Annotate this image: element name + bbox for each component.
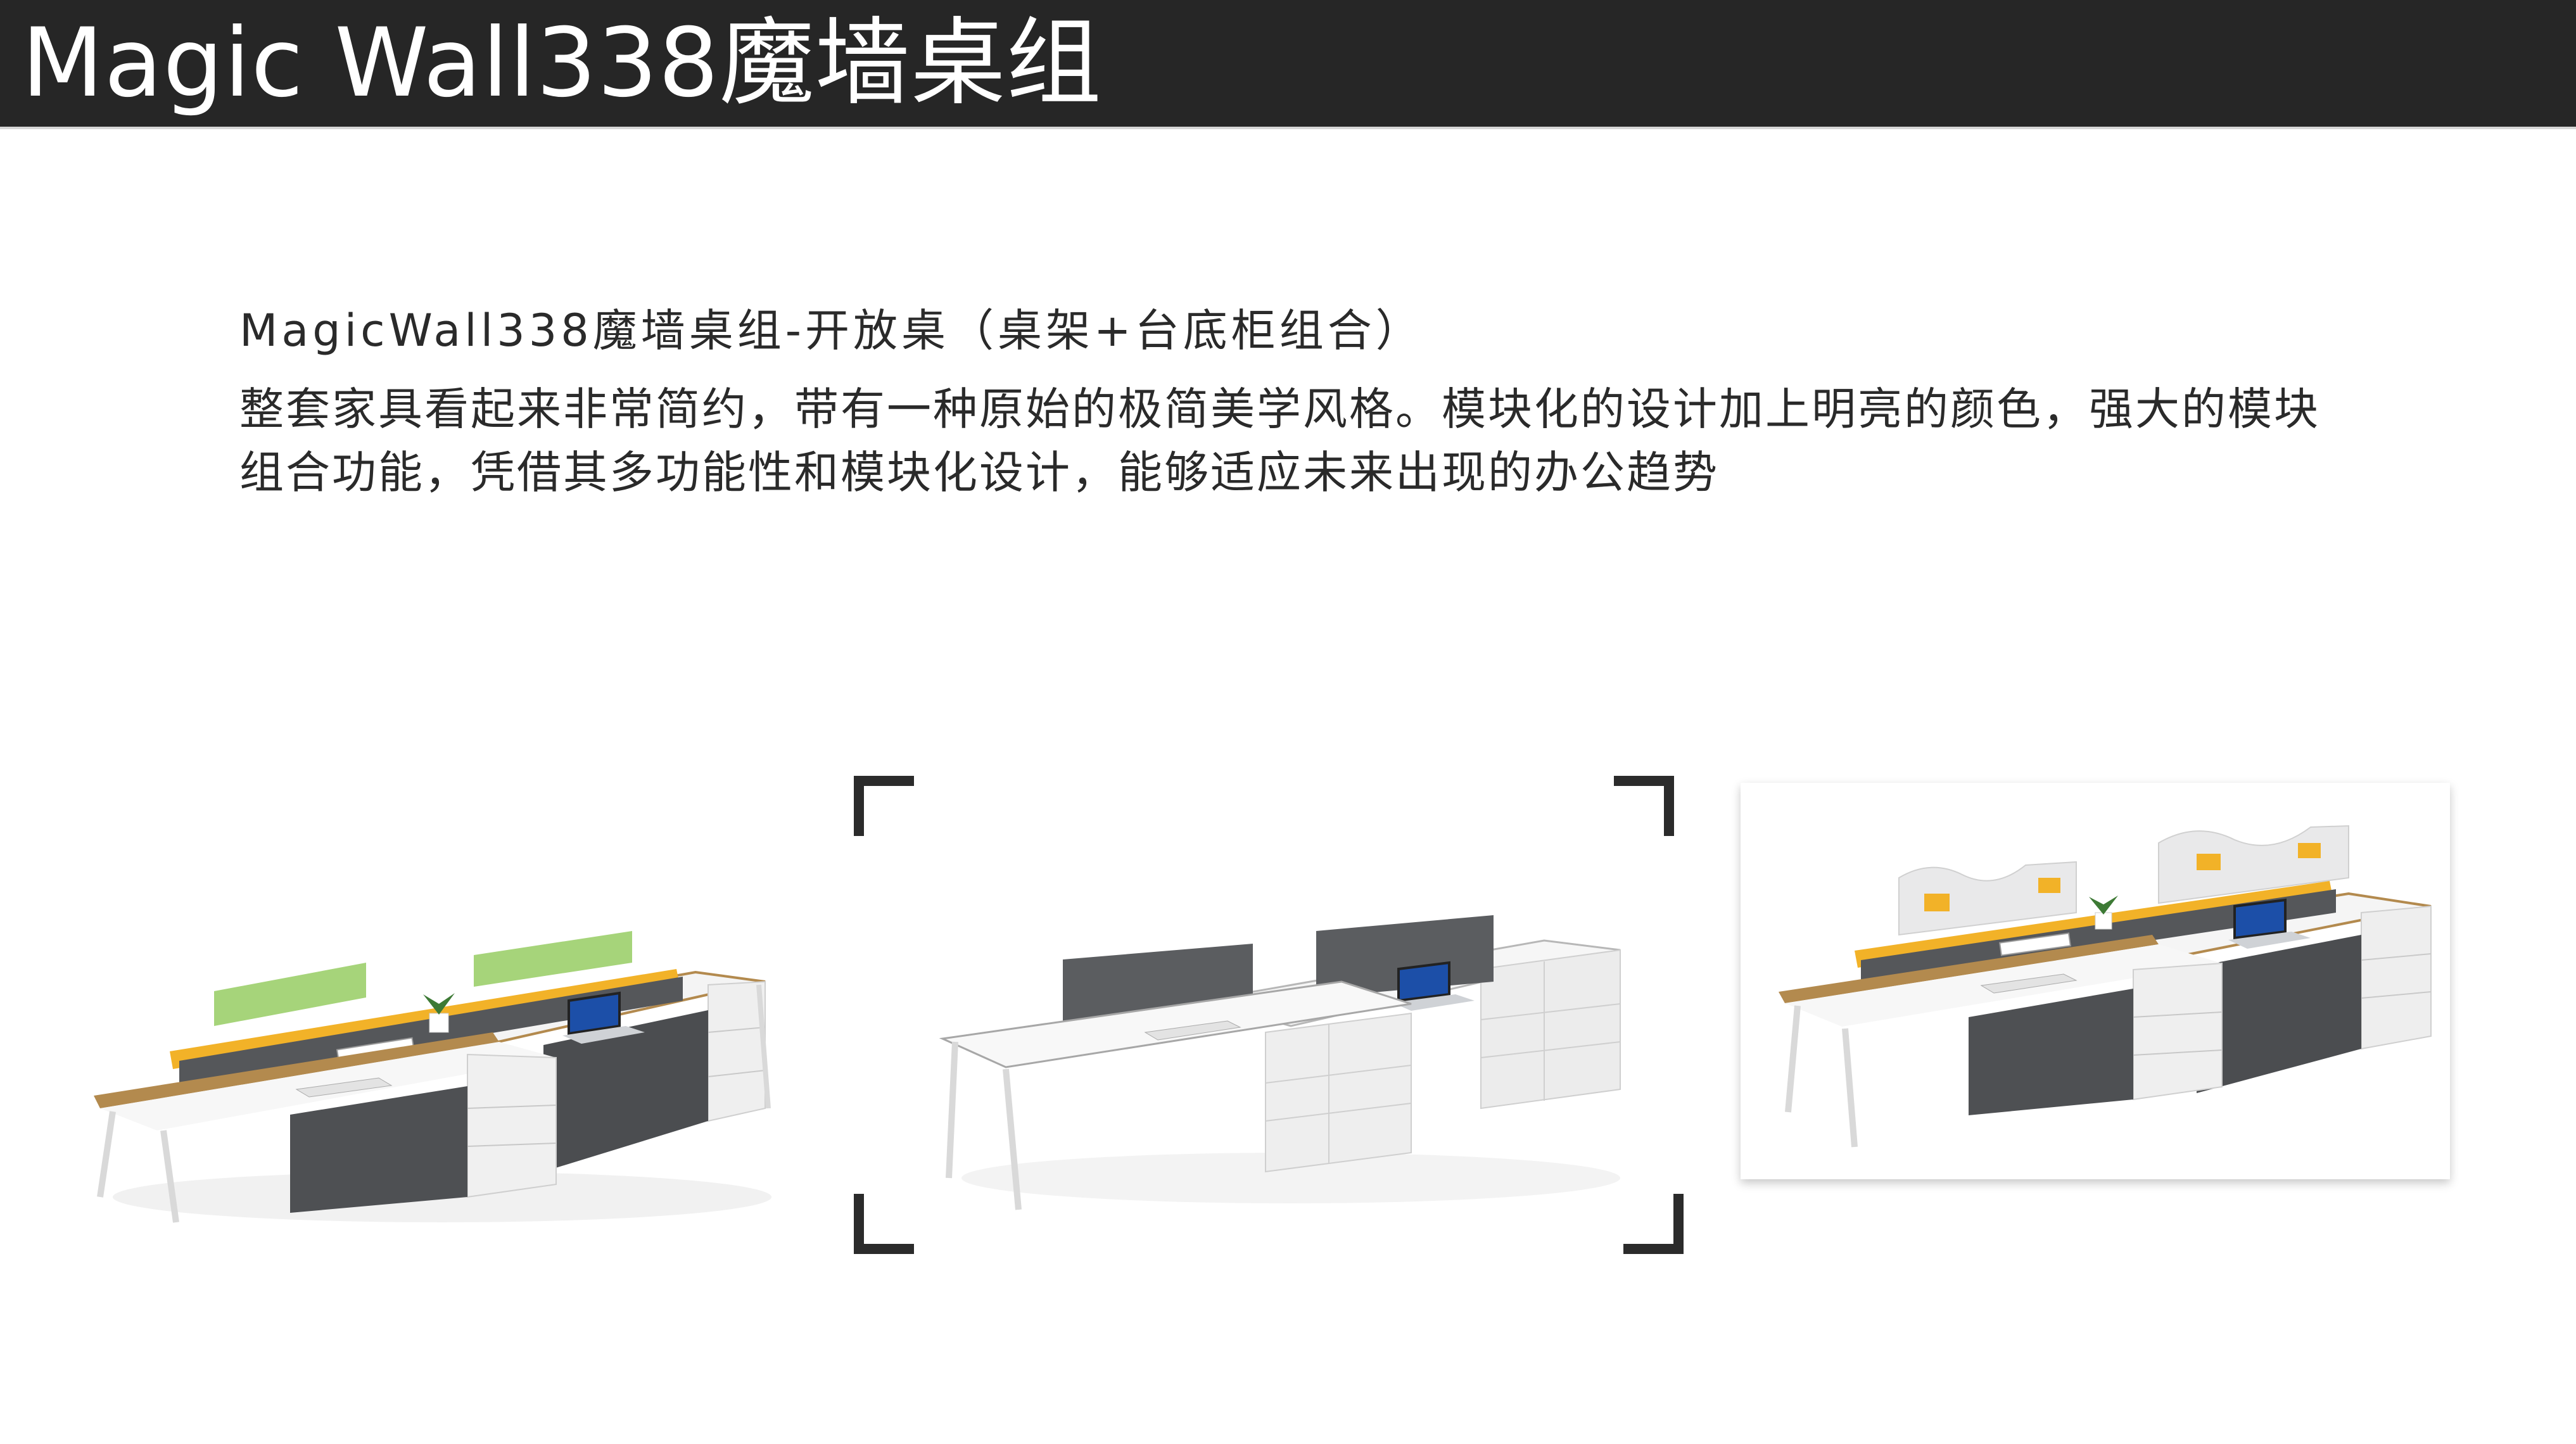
corner-bracket-top-left-icon <box>854 776 914 836</box>
workstation-illustration <box>939 915 1621 1210</box>
workstation-illustration <box>94 931 771 1223</box>
description-line-1: 整套家具看起来非常简约，带有一种原始的极简美学风格。模块化的设计加上明亮的颜色，… <box>239 383 2320 435</box>
header-bar: Magic Wall338魔墙桌组 <box>0 0 2576 127</box>
product-subtitle: MagicWall338魔墙桌组-开放桌（桌架+台底柜组合） <box>239 305 1424 357</box>
workstation-illustration <box>1779 825 2432 1148</box>
corner-bracket-bottom-left-icon <box>854 1194 914 1254</box>
product-photo-gray-screens <box>936 823 1633 1216</box>
corner-bracket-bottom-right-icon <box>1623 1194 1684 1254</box>
product-photo-green-screens <box>87 842 784 1235</box>
corner-bracket-top-right-icon <box>1614 776 1674 836</box>
product-description: 整套家具看起来非常简约，带有一种原始的极简美学风格。模块化的设计加上明亮的颜色，… <box>239 377 2406 504</box>
product-photo-white-screens <box>1741 783 2450 1179</box>
description-line-2: 组合功能，凭借其多功能性和模块化设计，能够适应未来出现的办公趋势 <box>239 446 1719 498</box>
page-title: Magic Wall338魔墙桌组 <box>22 8 1102 118</box>
header-divider <box>0 127 2576 129</box>
